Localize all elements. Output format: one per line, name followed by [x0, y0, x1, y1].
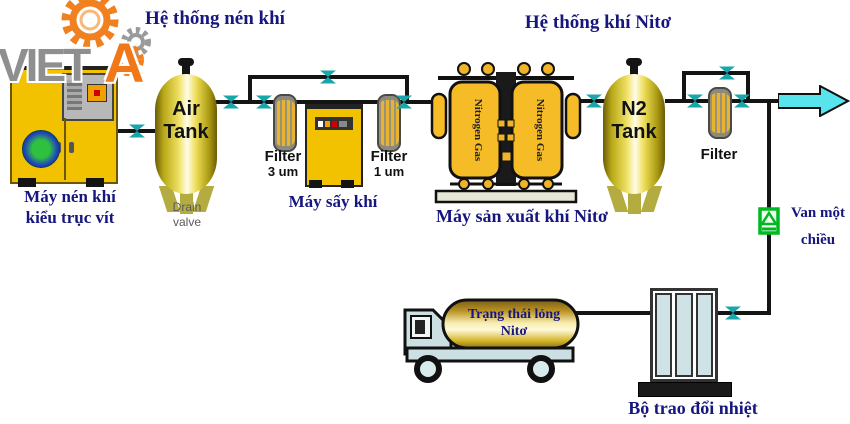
heat-exchanger-base	[638, 382, 732, 397]
compressor-brand-emblem	[22, 130, 60, 168]
check-valve-icon	[758, 207, 780, 235]
dryer-indicator-white	[318, 120, 323, 127]
dryer-indicator-grey	[339, 120, 347, 127]
compressor-control-panel	[62, 73, 114, 121]
filter-1um-icon	[377, 94, 401, 152]
dryer-control-panel	[315, 117, 353, 130]
liquid-nitrogen-label: Trạng thái lỏng Nitơ	[467, 307, 561, 339]
pipe-bypass1-right	[405, 77, 409, 102]
compressor-foot-left	[18, 178, 36, 187]
dryer-label: Máy sấy khí	[288, 192, 378, 211]
generator-vessel-right-text: Nitrogen Gas	[534, 99, 546, 162]
check-valve-label: Van một chiều	[790, 205, 846, 248]
truck-tank	[441, 298, 580, 350]
outlet-filter-label: Filter	[700, 146, 738, 163]
dryer-indicator-red	[332, 120, 337, 127]
pipe-truck-to-hx	[575, 311, 655, 315]
drain-valve-label: Drain valve	[172, 200, 202, 229]
generator-label: Máy sản xuất khí Nitơ	[436, 206, 608, 226]
heat-exchanger-panel-1	[655, 293, 673, 377]
heat-exchanger-label: Bộ trao đổi nhiệt	[628, 398, 758, 418]
nitrogen-generator: Nitrogen Gas Nitrogen Gas	[430, 62, 582, 204]
dryer-body	[305, 104, 363, 187]
filter-3um-size: 3 um	[267, 164, 299, 179]
airtank-nozzle-stem	[182, 64, 190, 78]
compressor-warning-panel	[87, 84, 107, 102]
compressor-red-button	[94, 90, 100, 96]
pipe-compressor-to-airtank	[112, 129, 160, 133]
dryer-foot-left	[309, 180, 322, 188]
filter-3um-icon	[273, 94, 297, 152]
n2tank-nozzle-stem	[630, 64, 638, 78]
airtank-leg-middle	[180, 188, 193, 214]
title-compressed-air-system: Hệ thống nén khí	[145, 8, 285, 29]
n2tank-leg-middle	[628, 188, 641, 214]
pipe-hx-to-backfeed	[716, 311, 769, 315]
dryer-indicator-amber	[325, 120, 330, 127]
pipe-main-air-line	[215, 100, 437, 104]
airtank-nozzle-cap	[178, 58, 194, 66]
liquid-nitrogen-truck	[403, 298, 580, 383]
title-nitrogen-system: Hệ thống khí Nitơ	[524, 12, 672, 33]
air-tank: Air Tank	[155, 74, 217, 194]
logo-viet-text: VIET	[0, 39, 91, 91]
compressor-label: Máy nén khí kiểu trục vít	[24, 187, 116, 227]
compressor-vent-grille	[67, 80, 82, 110]
compressor-door-handle-right	[69, 142, 74, 153]
pipe-bypass2-top	[682, 71, 750, 75]
logo-gears-icon	[61, 0, 151, 76]
pipe-bypass1-top	[248, 75, 409, 79]
output-arrow-icon	[778, 85, 850, 117]
generator-vessel-left-text: Nitrogen Gas	[472, 99, 484, 162]
heat-exchanger-body	[650, 288, 718, 382]
logo-a-text: A	[104, 31, 145, 94]
air-tank-label: Air Tank	[163, 98, 209, 143]
n2-tank: N2 Tank	[603, 74, 665, 194]
heat-exchanger-panel-2	[675, 293, 693, 377]
pipe-bypass2-left	[682, 73, 686, 99]
compressor-foot-right	[86, 178, 104, 187]
compressor-door-divider	[64, 118, 66, 180]
outlet-filter-icon	[708, 87, 732, 139]
filter-3um-label: Filter	[264, 148, 302, 165]
filter-1um-label: Filter	[370, 148, 408, 165]
dryer-foot-right	[341, 180, 354, 188]
pipe-bypass1-left	[248, 77, 252, 102]
pipe-generator-to-n2tank	[578, 99, 608, 103]
compressor-body	[10, 66, 118, 184]
n2-tank-label: N2 Tank	[611, 98, 657, 143]
truck-wheel-rear	[527, 355, 555, 383]
heat-exchanger-panel-3	[695, 293, 713, 377]
n2tank-nozzle-cap	[626, 58, 642, 66]
truck-wheel-front	[414, 355, 442, 383]
filter-1um-size: 1 um	[373, 164, 405, 179]
pipe-bypass2-right	[746, 73, 750, 99]
